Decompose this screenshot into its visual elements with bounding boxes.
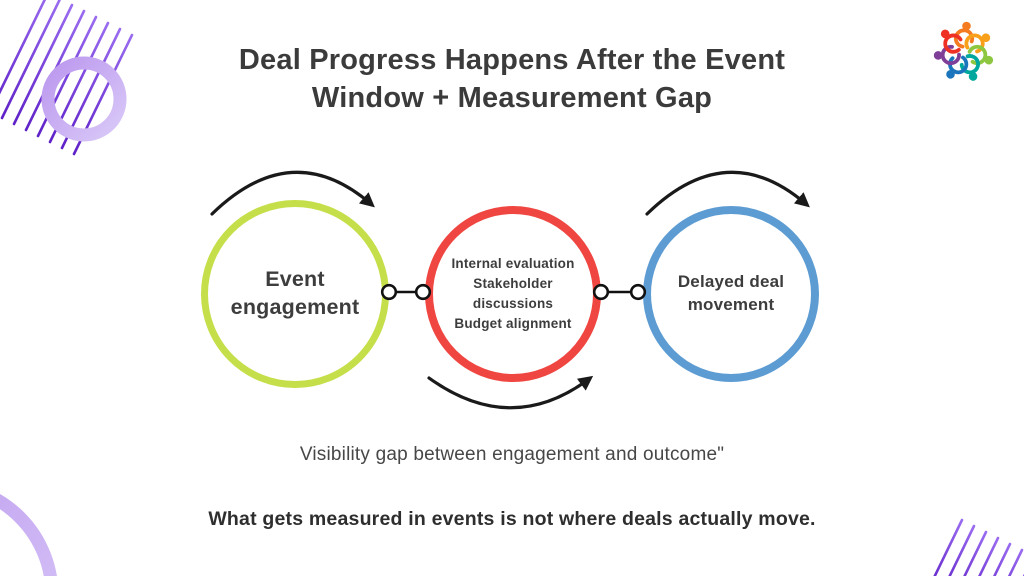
arc-arrow-under-red (427, 375, 594, 410)
connector-green-red (380, 283, 432, 301)
connector-red-blue (592, 283, 647, 301)
key-statement: What gets measured in events is not wher… (208, 508, 816, 530)
people-circle-logo-icon (933, 21, 994, 81)
node-event-engagement: Event engagement (201, 200, 389, 388)
node-internal-process: Internal evaluation Stakeholder discussi… (425, 206, 601, 382)
node-delayed-deal-movement: Delayed deal movement (643, 206, 819, 382)
node-internal-process-label: Internal evaluation Stakeholder discussi… (451, 255, 575, 332)
node-delayed-deal-movement-label: Delayed deal movement (677, 272, 785, 314)
slide-title: Deal Progress Happens After the Event Wi… (238, 44, 786, 114)
node-event-engagement-label: Event engagement (230, 267, 360, 319)
visibility-gap-caption: Visibility gap between engagement and ou… (299, 444, 725, 465)
